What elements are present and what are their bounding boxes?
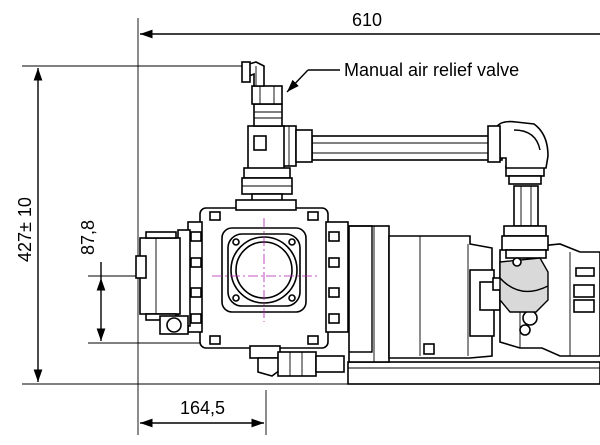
dimension-centre-offset: 164,5 (137, 372, 267, 435)
dimension-overall-height-label: 427± 10 (15, 197, 35, 262)
riser-pipe-right (499, 165, 549, 313)
callout-relief-valve-label: Manual air relief valve (344, 60, 519, 80)
tee-fitting (241, 103, 293, 211)
pump-housing-right (388, 235, 600, 359)
manual-air-relief-valve (241, 61, 283, 105)
dimension-overall-width-label: 610 (352, 10, 382, 30)
dimension-centre-offset-label: 164,5 (180, 398, 225, 418)
callout-relief-valve: Manual air relief valve (286, 60, 519, 93)
dimension-centre-height-label: 87,8 (78, 220, 98, 255)
base-frame (347, 225, 600, 385)
horizontal-pipe (281, 120, 549, 169)
dimension-overall-width: 610 (137, 10, 600, 372)
pump-body (135, 199, 349, 377)
